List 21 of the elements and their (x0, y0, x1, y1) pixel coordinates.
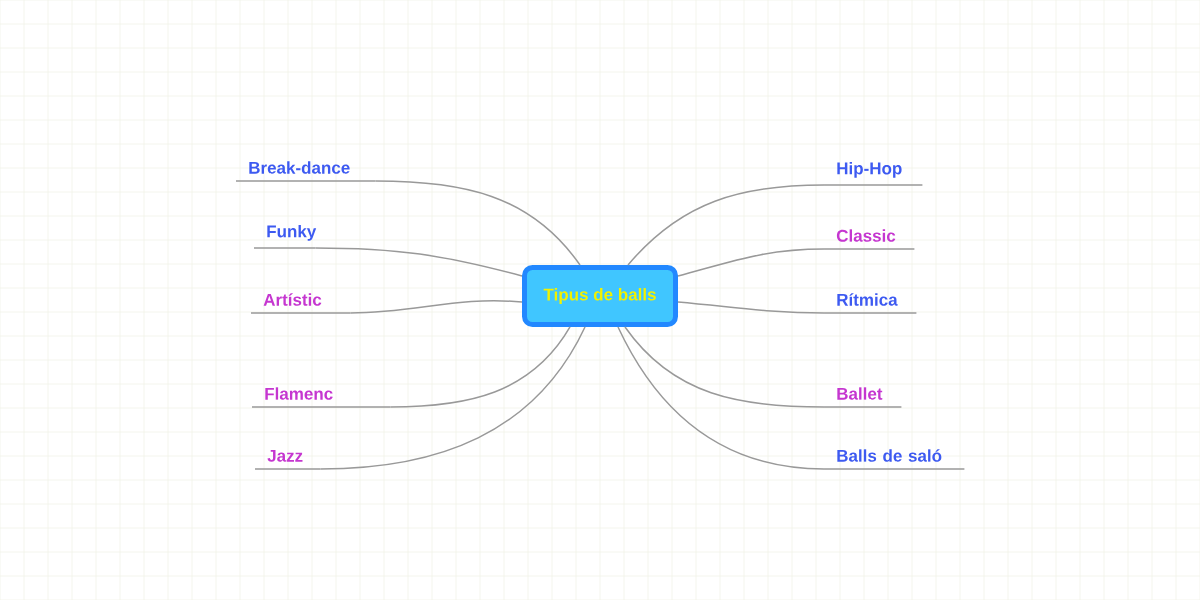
branch-line (624, 326, 825, 408)
underlined-label: Rítmica (823, 293, 918, 314)
branch-line (314, 247, 523, 277)
underlined-label: Ballet (823, 387, 903, 408)
underlined-label: Break-dance (235, 161, 377, 182)
branch-line (617, 326, 825, 470)
branch-line (677, 301, 825, 314)
underlined-label: Funky (253, 224, 317, 249)
branch-line (389, 326, 571, 408)
underlined-label: Artístic (250, 293, 352, 314)
underlined-label: Jazz (254, 449, 322, 470)
branch-line (349, 300, 523, 314)
central-topic-box: Tipus de balls (522, 265, 678, 327)
underlined-label: Classic (823, 229, 916, 250)
branch-line (677, 248, 825, 277)
underlined-label: Balls de saló (823, 449, 966, 470)
branch-line (627, 184, 825, 266)
underlined-label: Hip-Hop (823, 161, 924, 186)
underlined-label: Flamenc (251, 387, 392, 408)
branch-line (319, 326, 586, 470)
branch-line (374, 180, 581, 266)
